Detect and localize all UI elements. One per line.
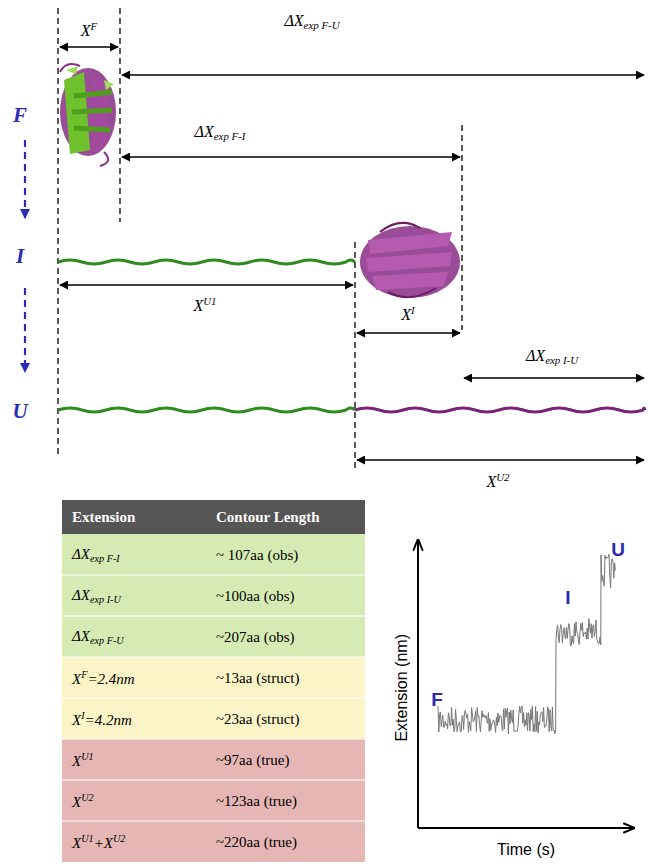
- table-cell: ΔXexp F-I: [72, 546, 120, 564]
- dimension-arrows: [60, 47, 644, 460]
- intermediate-protein: [360, 223, 460, 298]
- table-cell: XI=4.2nm: [72, 710, 132, 728]
- plot-state-label: F: [431, 690, 443, 711]
- table-cell: ~220aa (true): [216, 834, 297, 851]
- plot-state-label: U: [611, 540, 625, 561]
- state-arrows: [24, 140, 26, 372]
- state-label: U: [12, 400, 27, 423]
- state-label: F: [13, 104, 27, 127]
- dimension-label: ΔXexp I-U: [526, 347, 578, 367]
- folded-protein: [60, 64, 116, 166]
- unfolded-chains: [58, 260, 645, 412]
- table-header: Contour Length: [216, 509, 320, 526]
- axis-label: Extension (nm): [393, 634, 411, 742]
- table-cell: ~123aa (true): [216, 793, 297, 810]
- state-label: I: [16, 245, 24, 268]
- plot-state-label: I: [565, 588, 570, 609]
- polypeptide-chain: [58, 260, 355, 264]
- dimension-label: XU2: [486, 472, 509, 491]
- table-cell: XU1+XU2: [72, 833, 125, 851]
- table-cell: ΔXexp F-U: [72, 628, 124, 646]
- polypeptide-chain: [355, 408, 645, 412]
- dimension-label: ΔXexp F-I: [195, 123, 246, 143]
- table-cell: ~100aa (obs): [216, 588, 295, 605]
- plot-axes: [418, 540, 634, 828]
- extension-trace: [438, 554, 615, 734]
- table-cell: ΔXexp I-U: [72, 587, 121, 605]
- table-cell: ~207aa (obs): [216, 629, 295, 646]
- polypeptide-chain: [58, 408, 355, 412]
- dimension-label: XU1: [193, 296, 216, 315]
- table-cell: ~97aa (true): [216, 752, 290, 769]
- table-header: Extension: [72, 509, 135, 526]
- dimension-label: ΔXexp F-U: [284, 12, 339, 32]
- table: [62, 500, 365, 862]
- dimension-label: XF: [81, 21, 97, 40]
- axis-label: Time (s): [497, 841, 555, 859]
- table-cell: XU1: [72, 751, 94, 769]
- guide-lines: [58, 8, 462, 470]
- table-cell: XU2: [72, 792, 94, 810]
- dimension-label: XI: [401, 305, 414, 324]
- table-cell: ~23aa (struct): [216, 711, 300, 728]
- table-cell: XF=2.4nm: [72, 669, 135, 687]
- table-cell: ~13aa (struct): [216, 670, 300, 687]
- table-cell: ~ 107aa (obs): [216, 547, 298, 564]
